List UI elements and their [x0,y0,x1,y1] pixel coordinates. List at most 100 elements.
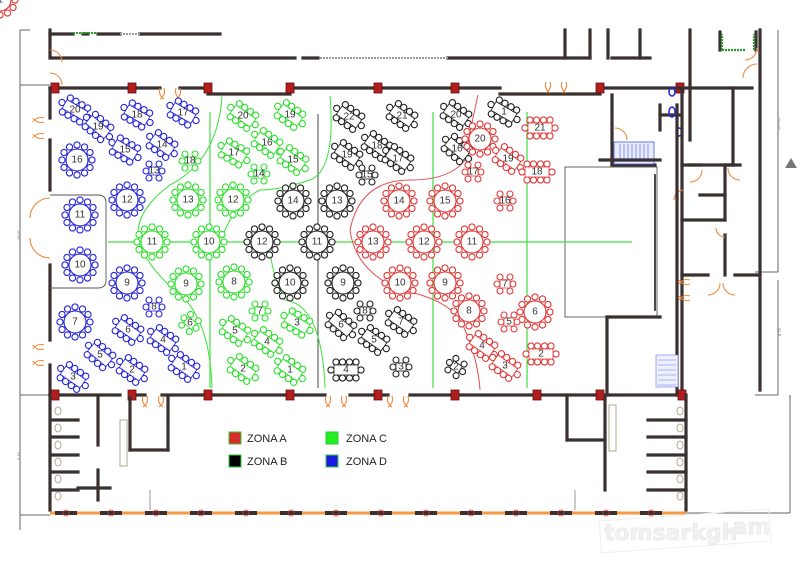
chair [136,286,144,295]
facade-column [242,509,250,517]
table-number: 1 [287,365,293,376]
square-table-top [183,316,197,330]
toilet-fixture [676,423,684,433]
legend-swatch-zona-c [325,431,339,445]
chair [169,272,177,281]
chair [460,225,469,233]
chair [130,292,139,300]
chair [199,196,207,204]
rect-table-top [490,101,518,123]
chair [450,307,458,315]
chair [546,116,554,124]
facade-column [197,509,205,517]
round-table-top [433,271,457,295]
table-zone-b-1 [487,96,521,128]
chair [518,300,526,309]
facade-column [287,509,295,517]
chair [383,286,391,295]
staircase [655,354,679,388]
chair [73,141,81,149]
chair [452,372,460,380]
chair [278,292,287,300]
chair [222,291,231,299]
table-number: 4 [343,365,349,376]
table-zone-c-4 [250,326,284,358]
chair [475,225,484,233]
chair [289,182,297,190]
chair [299,271,307,280]
column [373,389,383,401]
door-swing [727,167,741,181]
rect-table-top [279,148,307,172]
table-zone-d-6 [111,314,145,346]
round-table-top [140,230,164,254]
column [532,389,542,401]
chair [158,167,166,175]
chair [86,148,94,157]
chair [325,210,334,218]
chair [325,184,334,192]
chair [243,285,251,294]
chair [197,251,206,259]
chair [345,374,354,382]
chair [296,184,305,192]
chair [169,196,177,204]
chair [236,209,245,217]
chair [271,245,279,254]
chair [9,3,17,12]
chair [346,189,354,198]
table-zone-d-1 [167,351,201,383]
chair [237,291,246,299]
chair [526,132,534,140]
chair [130,266,139,274]
chair [244,196,252,204]
chair [171,203,179,212]
mullion [190,511,212,515]
chair [76,276,84,284]
table-number: 5 [97,350,103,361]
chair [182,295,190,303]
table-number: 3 [70,372,76,383]
chair [184,211,192,219]
chair [278,266,287,274]
chair [526,116,534,124]
chair [83,198,92,206]
chair [320,189,328,198]
square-table-top [359,306,371,316]
sink-counter [608,404,617,452]
table-number: 15 [361,170,373,181]
chair [110,203,118,212]
mullion [505,511,527,515]
table-zone-b-20 [439,99,473,131]
table-number: 16 [499,196,511,207]
chair [130,209,139,217]
round-table-top [221,188,245,212]
chair [221,183,230,191]
table-number: 4 [479,341,485,352]
table-number: 5 [232,326,238,337]
table-zone-c-15 [276,144,310,176]
chair [340,210,349,218]
chair [548,168,556,176]
round-table-top [468,127,492,151]
facade-column [332,509,340,517]
chair [531,323,539,331]
chair [523,295,532,303]
square-table-top [499,196,511,206]
table-zone-c-18 [178,150,202,172]
table-number: 14 [156,140,168,151]
chair [352,358,360,366]
chair [217,285,225,294]
chair [448,184,457,192]
chair [476,150,484,158]
chair [78,331,87,339]
chair [115,266,124,274]
chair [395,182,403,190]
chair [302,204,310,213]
table-zone-d-11 [61,196,99,234]
rect-table-top [118,358,146,382]
chair [366,314,374,322]
chair [481,245,489,254]
square-table-top [148,166,160,176]
table-number: 7 [72,317,78,328]
